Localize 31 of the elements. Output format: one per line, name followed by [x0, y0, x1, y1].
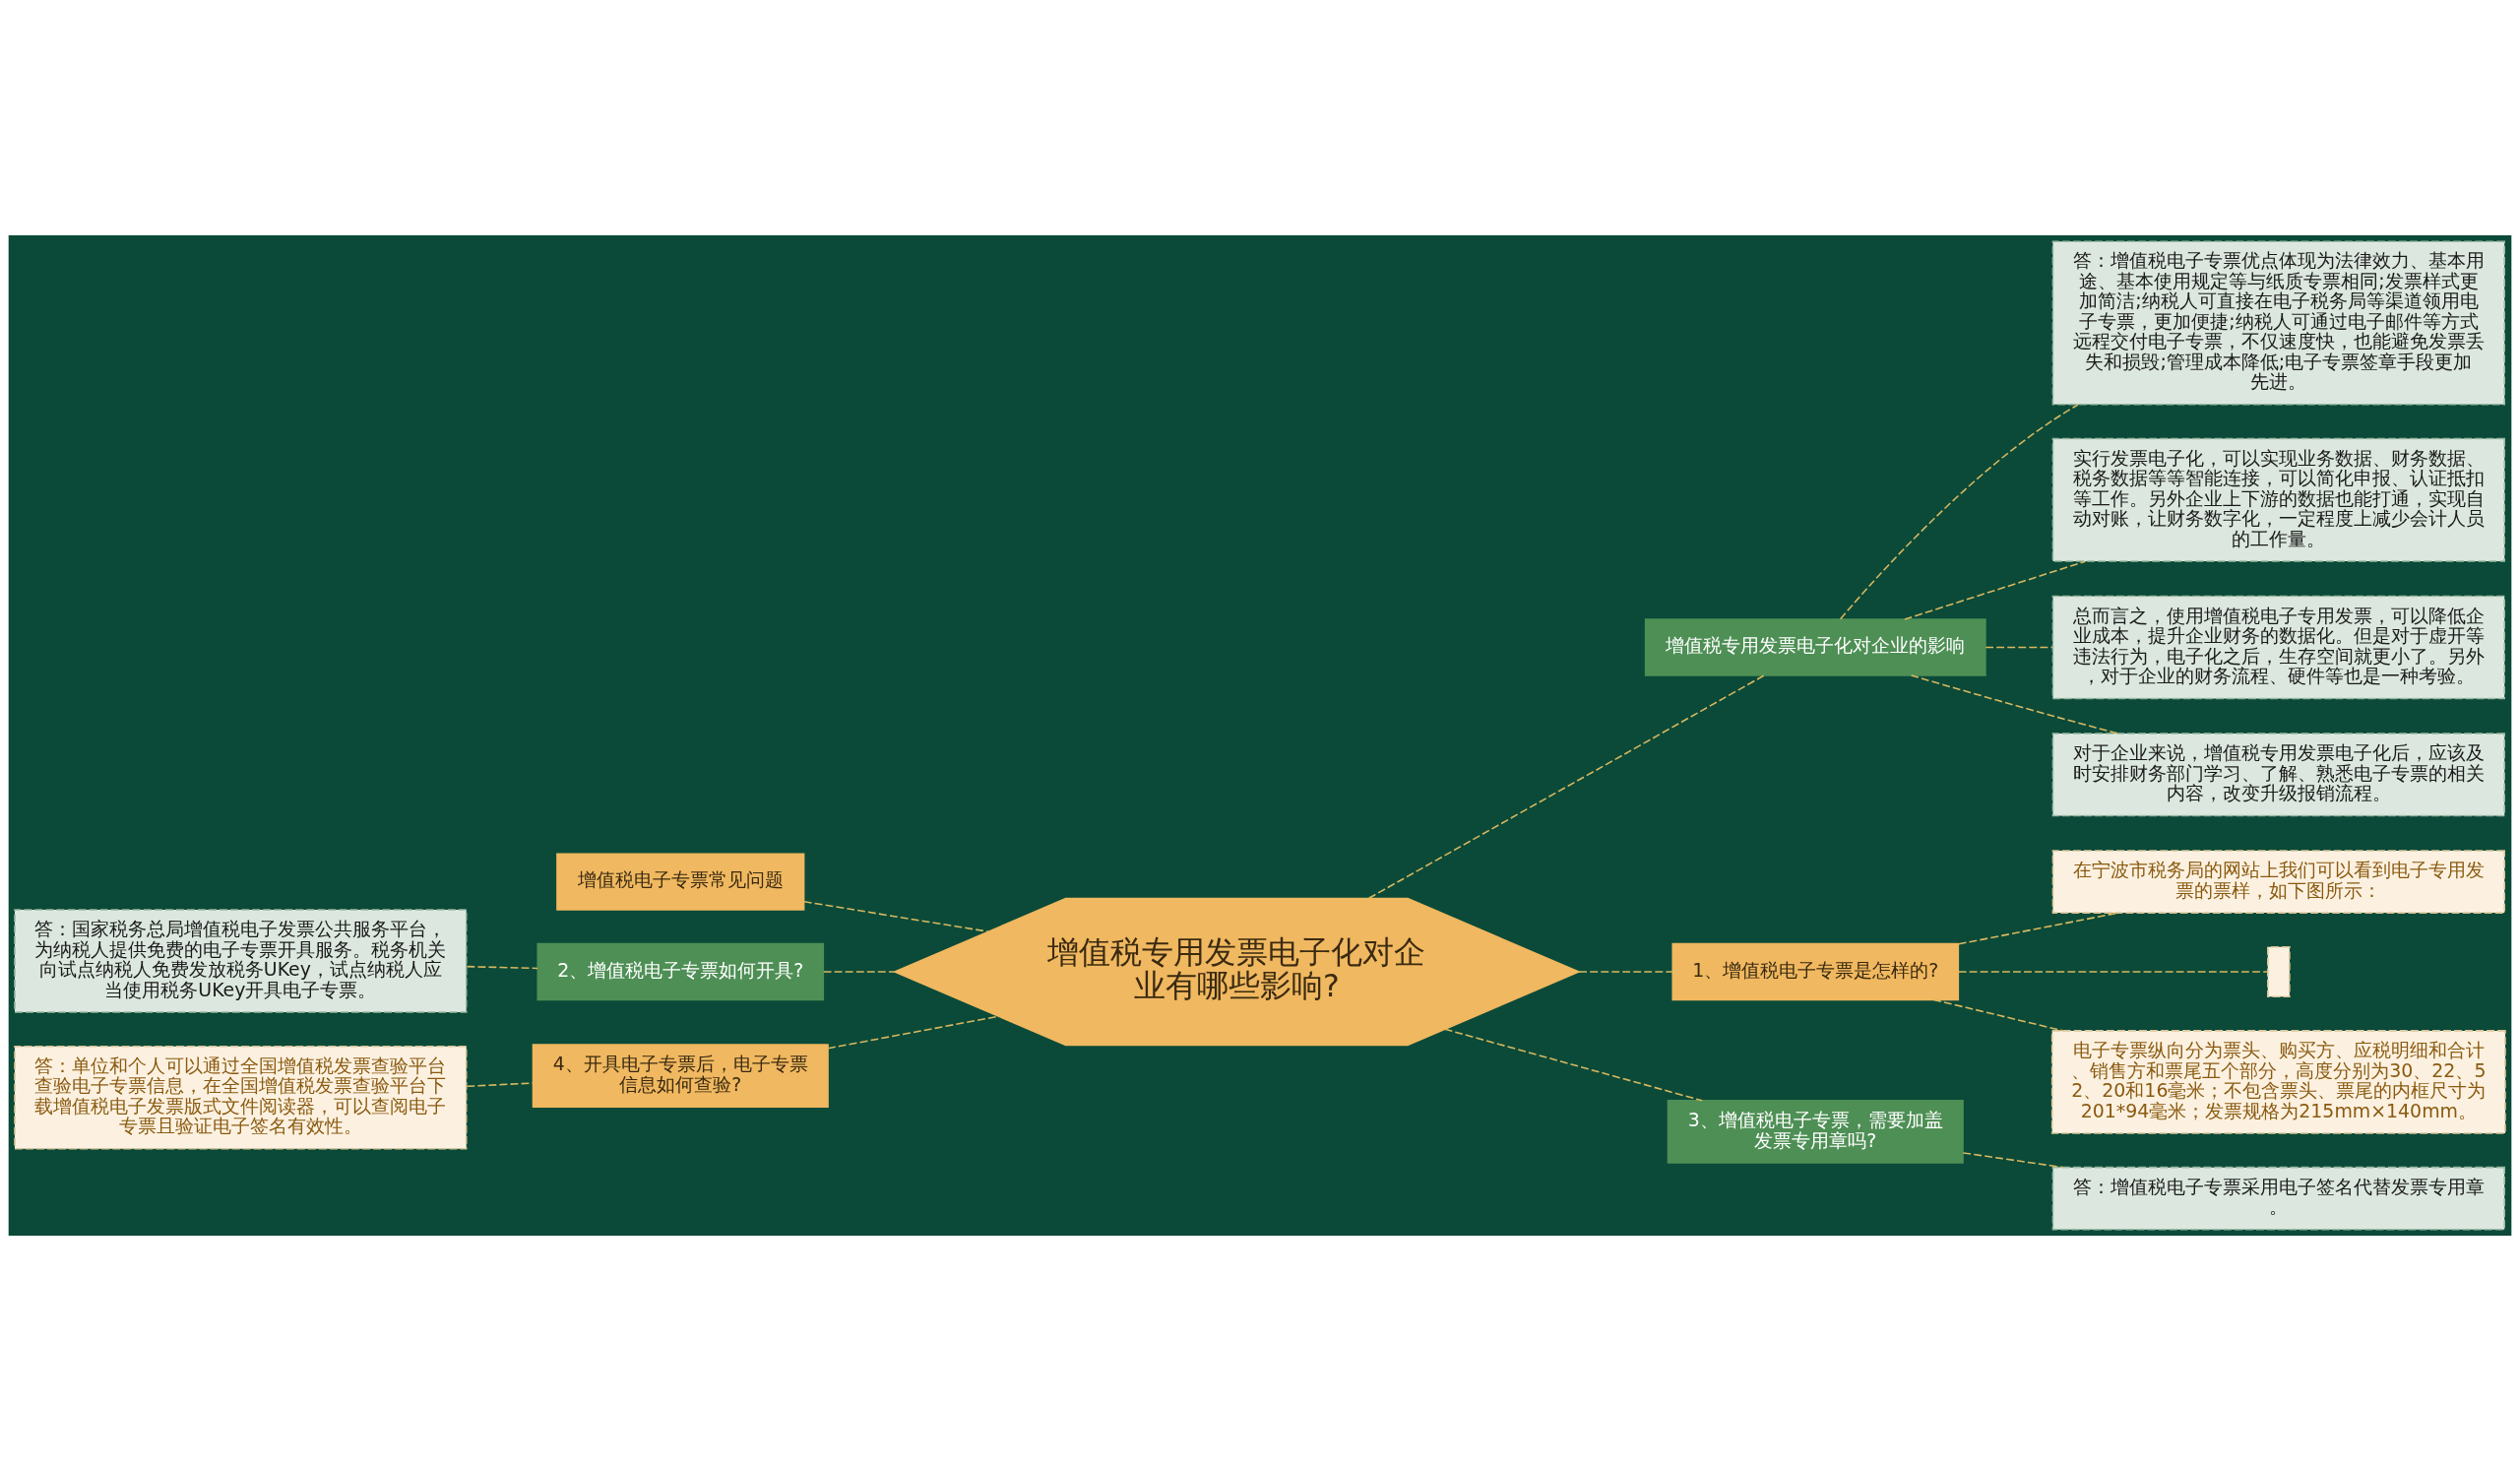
- connector: [1904, 559, 2087, 620]
- connector: [1839, 403, 2079, 619]
- node-box: 电子专票纵向分为票头、购买方、应税明细和合计、销售方和票尾五个部分，高度分别为30、22、52、20和16毫米；不包含票头、票尾的内框尺寸为201*94毫米；发票规格为215mm×140mm。: [2050, 1029, 2506, 1134]
- connector: [1962, 1151, 2064, 1168]
- node-box: 答：单位和个人可以通过全国增值税发票查验平台查验电子专票信息，在全国增值税发票查验平台下载增值税电子发票版式文件阅读器，可以查阅电子专票且验证电子签名有效性。: [14, 1045, 468, 1149]
- connector: [1444, 1028, 1703, 1102]
- node-box: 答：国家税务总局增值税电子发票公共服务平台，为纳税人提供免费的电子专票开具服务。税务机关向试点纳税人免费发放税务UKey，试点纳税人应当使用税务UKey开具电子专票。: [14, 908, 468, 1013]
- connector: [803, 900, 989, 932]
- node-box: 1、增值税电子专票是怎样的?: [1671, 942, 1960, 1000]
- node-box: 答：增值税电子专票优点体现为法律效力、基本用途、基本使用规定等与纸质专票相同;发票样式更加简洁;纳税人可直接在电子税务局等渠道领用电子专票，更加便捷;纳税人可通过电子邮件等方式远程交付电子专票，不仅速度快，也能避免发票丢失和损毁;管理成本降低;电子专票签章手段更加先进。: [2051, 240, 2505, 406]
- node-box: 实行发票电子化，可以实现业务数据、财务数据、税务数据等等智能连接，可以简化申报、认证抵扣等工作。另外企业上下游的数据也能打通，实现自动对账，让财务数字化，一定程度上减少会计人员的工作量。: [2051, 437, 2505, 562]
- node-box: 4、开具电子专票后，电子专票信息如何查验?: [532, 1043, 829, 1108]
- node-box: 在宁波市税务局的网站上我们可以看到电子专用发票的票样，如下图所示：: [2051, 849, 2505, 914]
- connector: [1578, 970, 1673, 973]
- connector: [1367, 673, 1765, 899]
- node-box: 答：增值税电子专票采用电子签名代替发票专用章。: [2051, 1166, 2505, 1230]
- connector: [1932, 998, 2064, 1032]
- node-box: 总而言之，使用增值税电子专用发票，可以降低企业成本，提升企业财务的数据化。但是对于虚开等违法行为，电子化之后，生存空间就更小了。另外，对于企业的财务流程、硬件等也是一种考验。: [2051, 595, 2505, 699]
- connector: [466, 1081, 535, 1087]
- connector: [1984, 646, 2053, 648]
- connector: [466, 965, 538, 969]
- connector: [827, 1014, 999, 1050]
- node-box: [2267, 945, 2291, 997]
- connector: [823, 970, 896, 973]
- node-box: 对于企业来说，增值税专用发票电子化后，应该及时安排财务部门学习、了解、熟悉电子专票的相关内容，改变升级报销流程。: [2051, 732, 2505, 816]
- connector: [1958, 970, 2269, 973]
- node-box: 增值税电子专票常见问题: [556, 852, 805, 911]
- node-box: 增值税专用发票电子化对企业的影响: [1644, 617, 1986, 676]
- node-box: 3、增值税电子专票，需要加盖发票专用章吗?: [1667, 1099, 1964, 1164]
- connector: [1910, 673, 2119, 735]
- node-box: 2、增值税电子专票如何开具?: [536, 942, 825, 1000]
